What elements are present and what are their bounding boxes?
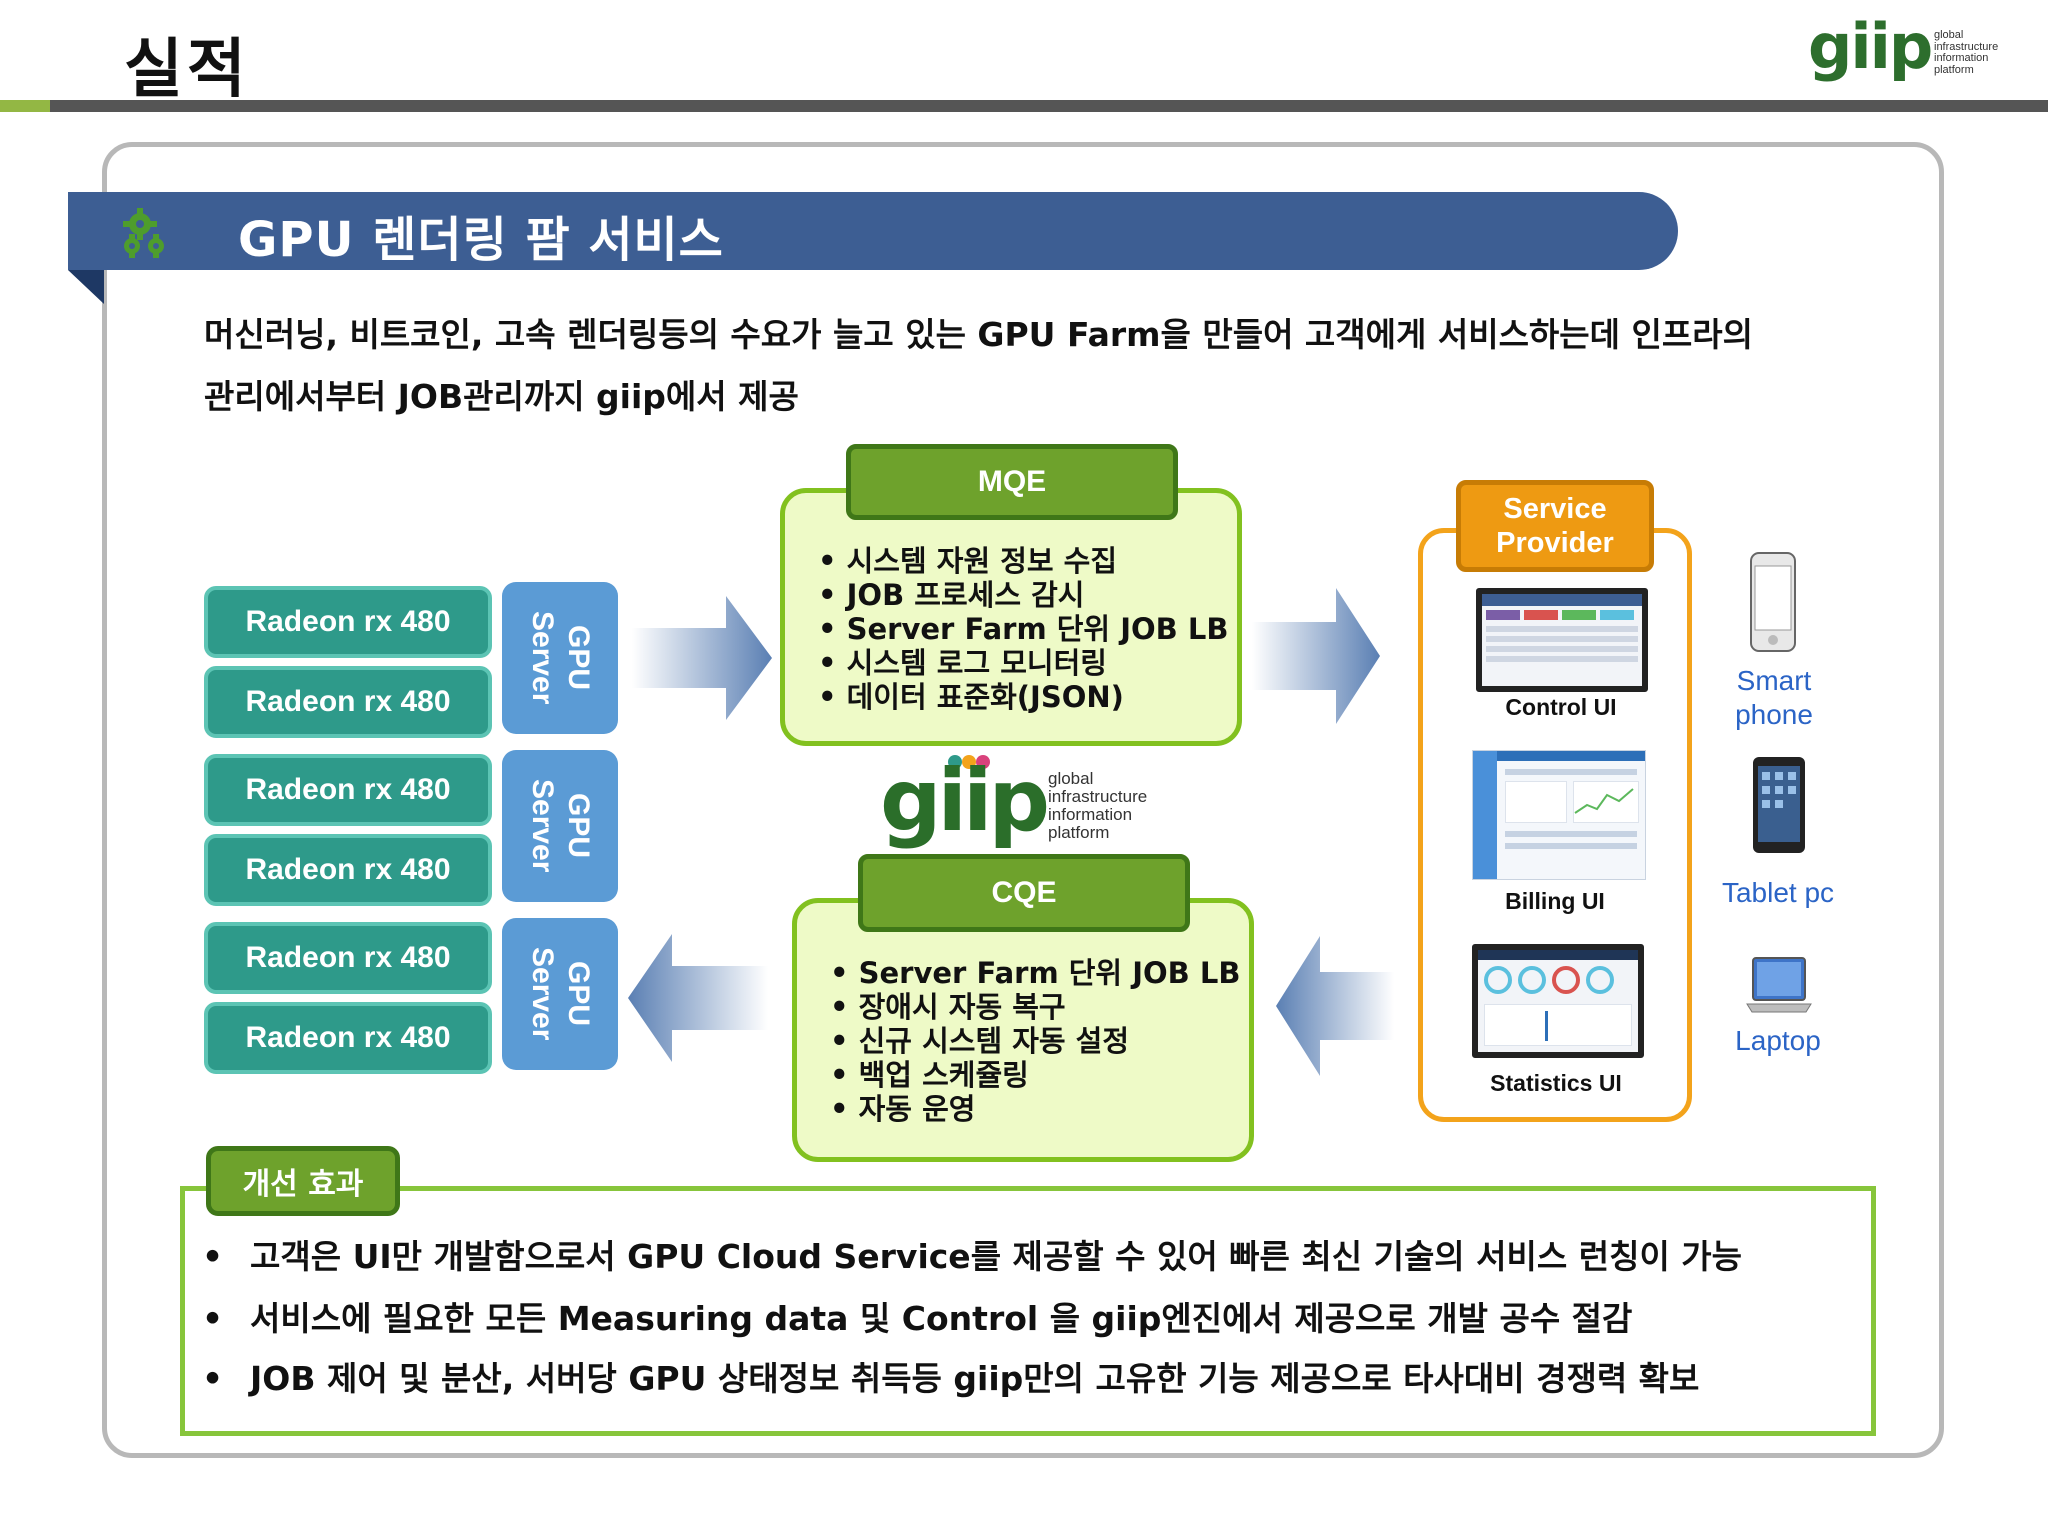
cqe-item: • 신규 시스템 자동 설정 — [830, 1024, 1130, 1058]
page-title: 실적 — [124, 33, 250, 107]
gpu-server-label: GPU Server — [526, 779, 595, 873]
logo-line: global — [1934, 29, 1964, 41]
radeon-card: Radeon rx 480 — [204, 586, 492, 658]
giip-logo: giip global infrastructure information p… — [1808, 10, 2028, 86]
screen-label: Control UI — [1505, 694, 1617, 720]
effect-text: 고객은 UI만 개발함으로서 GPU Cloud Service를 제공할 수 … — [250, 1237, 1743, 1276]
device-label: Laptop — [1735, 1025, 1821, 1056]
effects-box — [180, 1186, 1876, 1436]
logo-tagline: global infrastructure information platfo… — [1048, 770, 1147, 841]
mqe-title: MQE — [846, 444, 1178, 520]
mqe-item: • JOB 프로세스 감시 — [818, 578, 1085, 612]
radeon-card: Radeon rx 480 — [204, 1002, 492, 1074]
logo-line: platform — [1934, 63, 1974, 76]
header-divider — [0, 100, 2048, 112]
mqe-item: • 시스템 자원 정보 수집 — [818, 544, 1118, 578]
effect-text: 서비스에 필요한 모든 Measuring data 및 Control 을 g… — [250, 1299, 1633, 1338]
arrow-left-icon — [628, 934, 768, 1062]
intro-line: 머신러닝, 비트코인, 고속 렌더링등의 수요가 늘고 있는 GPU Farm을… — [204, 315, 1753, 354]
bullet: • — [202, 1299, 224, 1338]
device-label: Smart phone — [1735, 665, 1813, 730]
effect-text: JOB 제어 및 분산, 서버당 GPU 상태정보 취득등 giip만의 고유한… — [250, 1359, 1700, 1398]
arrow-left-icon — [1276, 936, 1394, 1076]
gpu-server: GPU Server — [502, 582, 618, 734]
intro-line: 관리에서부터 JOB관리까지 giip에서 제공 — [204, 377, 799, 416]
giip-logo-center: giip global infrastructure information p… — [880, 752, 1170, 848]
logo-wordmark: giip — [880, 751, 1050, 851]
logo-line: infrastructure — [1934, 40, 1999, 53]
banner-fold — [68, 270, 104, 304]
logo-line: global — [1048, 769, 1094, 788]
tablet-icon — [1753, 757, 1805, 853]
monitor-icon — [1476, 588, 1648, 692]
logo-wordmark: giip — [1808, 10, 1933, 83]
mqe-item: • Server Farm 단위 JOB LB — [818, 612, 1229, 646]
radeon-card: Radeon rx 480 — [204, 666, 492, 738]
laptop-icon — [1746, 957, 1812, 1013]
effect-item: • 서비스에 필요한 모든 Measuring data 및 Control 을 … — [202, 1292, 1632, 1340]
gpu-server-label: GPU Server — [526, 611, 595, 705]
bullet: • — [202, 1359, 224, 1398]
cqe-item: • 장애시 자동 복구 — [830, 990, 1066, 1024]
logo-line: platform — [1048, 822, 1110, 842]
mqe-item: • 시스템 로그 모니터링 — [818, 646, 1107, 680]
smartphone-icon — [1750, 552, 1796, 652]
logo-tagline: global infrastructure information platfo… — [1934, 29, 1999, 76]
effect-item: • 고객은 UI만 개발함으로서 GPU Cloud Service를 제공할 수… — [202, 1230, 1742, 1278]
screen-label: Billing UI — [1505, 888, 1605, 914]
radeon-card: Radeon rx 480 — [204, 922, 492, 994]
effect-item: • JOB 제어 및 분산, 서버당 GPU 상태정보 취득등 giip만의 고유… — [202, 1352, 1699, 1400]
gpu-server-label: GPU Server — [526, 947, 595, 1041]
mqe-box — [780, 488, 1242, 746]
section-banner — [68, 192, 1678, 270]
mqe-item: • 데이터 표준화(JSON) — [818, 680, 1124, 714]
cqe-title: CQE — [858, 854, 1190, 932]
gpu-server: GPU Server — [502, 750, 618, 902]
dashboard-icon — [1472, 750, 1646, 880]
laptop-screen-icon — [1472, 944, 1644, 1058]
arrow-right-icon — [632, 596, 772, 720]
logo-line: information — [1048, 804, 1133, 824]
logo-dots-icon — [948, 755, 990, 769]
cqe-item: • 자동 운영 — [830, 1092, 976, 1126]
device-label: Tablet pc — [1721, 877, 1835, 908]
mqe-list: • 시스템 자원 정보 수집 • JOB 프로세스 감시 • Server Fa… — [818, 544, 1228, 714]
cqe-list: • Server Farm 단위 JOB LB • 장애시 자동 복구 • 신규… — [830, 956, 1240, 1126]
logo-line: infrastructure — [1048, 786, 1148, 806]
cqe-item: • Server Farm 단위 JOB LB — [830, 956, 1241, 990]
bullet: • — [202, 1237, 224, 1276]
radeon-card: Radeon rx 480 — [204, 754, 492, 826]
arrow-right-icon — [1252, 588, 1380, 724]
gears-icon — [123, 208, 164, 258]
cqe-item: • 백업 스케쥴링 — [830, 1058, 1029, 1092]
section-title: GPU 렌더링 팜 서비스 — [238, 212, 724, 268]
service-provider-title: Service Provider — [1456, 480, 1654, 572]
logo-line: information — [1934, 52, 1989, 65]
radeon-card: Radeon rx 480 — [204, 834, 492, 906]
effects-title: 개선 효과 — [206, 1146, 400, 1216]
gpu-server: GPU Server — [502, 918, 618, 1070]
screen-label: Statistics UI — [1490, 1070, 1622, 1096]
header-divider-accent — [0, 100, 50, 112]
